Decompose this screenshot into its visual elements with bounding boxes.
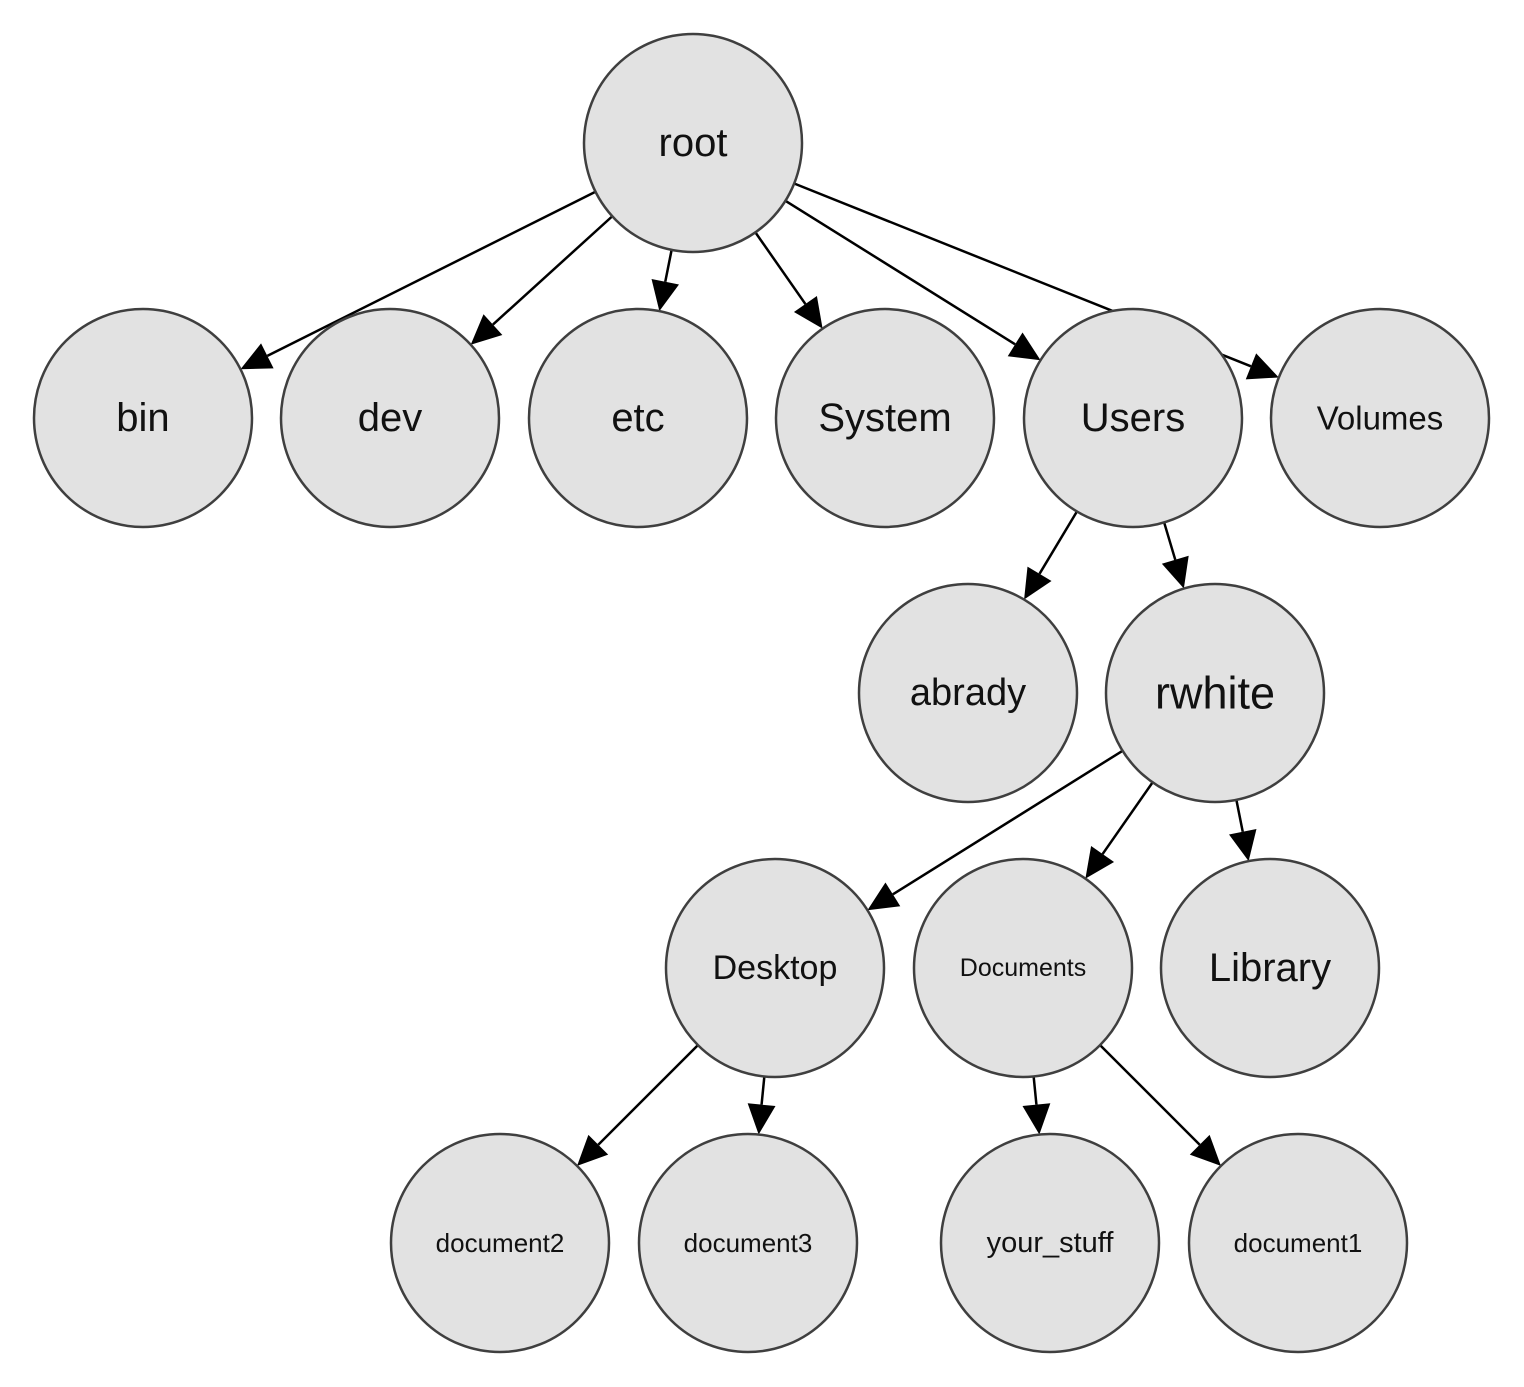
edge-root-users [784, 199, 1041, 361]
node-system: System [774, 307, 996, 529]
node-circle [582, 32, 804, 254]
edge-users-abrady [1024, 510, 1078, 600]
edge-rwhite-documents [1085, 781, 1154, 879]
edge-line [1162, 522, 1177, 561]
edge-line [760, 1076, 766, 1105]
node-label: abrady [910, 672, 1026, 714]
node-label: document2 [436, 1228, 565, 1258]
edge-documents-your_stuff [1022, 1076, 1051, 1135]
node-etc: etc [527, 307, 749, 529]
edge-line [1101, 781, 1154, 855]
arrowhead [867, 882, 901, 911]
node-users: Users [1022, 307, 1244, 529]
node-circle [637, 1132, 859, 1354]
arrowhead [577, 1134, 609, 1166]
node-desktop: Desktop [664, 857, 886, 1079]
edge-line [266, 190, 597, 357]
edge-line [1099, 1044, 1201, 1146]
node-circle [912, 857, 1134, 1079]
node-root: root [582, 32, 804, 254]
arrowhead [651, 278, 679, 312]
edge-line [1235, 799, 1244, 832]
arrowhead [240, 343, 274, 370]
node-circle [939, 1132, 1161, 1354]
node-label: Desktop [713, 949, 838, 987]
edge-line [784, 199, 1016, 346]
arrowhead [1007, 332, 1041, 361]
edge-line [892, 749, 1124, 896]
edge-line [754, 231, 807, 305]
node-circle [389, 1132, 611, 1354]
node-circle [1187, 1132, 1409, 1354]
node-label: document1 [1234, 1228, 1363, 1258]
node-label: bin [116, 396, 169, 440]
node-circle [1022, 307, 1244, 529]
node-document2: document2 [389, 1132, 611, 1354]
edge-line [1032, 1076, 1038, 1105]
node-circle [1269, 307, 1491, 529]
edge-root-bin [240, 190, 597, 370]
arrowhead [1229, 828, 1257, 862]
node-your_stuff: your_stuff [939, 1132, 1161, 1354]
edge-line [492, 215, 614, 326]
edge-root-etc [651, 249, 679, 312]
edge-root-dev [470, 215, 614, 345]
node-documents: Documents [912, 857, 1134, 1079]
node-label: dev [358, 396, 423, 440]
arrowhead [1022, 1103, 1051, 1135]
node-label: Library [1209, 946, 1331, 990]
edge-users-rwhite [1161, 522, 1189, 589]
node-document1: document1 [1187, 1132, 1409, 1354]
node-dev: dev [279, 307, 501, 529]
node-circle [774, 307, 996, 529]
arrowhead [1161, 555, 1189, 589]
edge-line [664, 249, 673, 282]
node-library: Library [1159, 857, 1381, 1079]
node-label: rwhite [1155, 668, 1275, 719]
arrowhead [793, 296, 823, 329]
node-rwhite: rwhite [1104, 582, 1326, 804]
node-label: Documents [960, 954, 1086, 982]
node-circle [664, 857, 886, 1079]
arrowhead [747, 1103, 776, 1135]
node-circle [527, 307, 749, 529]
node-label: etc [611, 396, 664, 440]
edge-rwhite-desktop [867, 749, 1124, 911]
node-label: Volumes [1317, 400, 1444, 437]
nodes-layer: root bin dev etc System Users Volumes abrady rwh… [32, 32, 1491, 1354]
node-abrady: abrady [857, 582, 1079, 804]
node-label: System [818, 396, 951, 440]
edge-desktop-document3 [747, 1076, 776, 1135]
node-circle [857, 582, 1079, 804]
node-label: your_stuff [987, 1227, 1115, 1259]
edge-desktop-document2 [577, 1044, 699, 1166]
arrowhead [1245, 353, 1279, 380]
arrowhead [1085, 846, 1115, 879]
edge-documents-document1 [1099, 1044, 1221, 1166]
edge-rwhite-library [1229, 799, 1257, 862]
node-circle [1159, 857, 1381, 1079]
node-bin: bin [32, 307, 254, 529]
edge-line [597, 1044, 699, 1146]
arrowhead [1024, 566, 1052, 600]
edge-root-system [754, 231, 823, 329]
node-volumes: Volumes [1269, 307, 1491, 529]
node-circle [1104, 582, 1326, 804]
arrowhead [470, 314, 503, 345]
node-label: document3 [684, 1228, 813, 1258]
node-document3: document3 [637, 1132, 859, 1354]
arrowhead [1189, 1134, 1221, 1166]
node-label: Users [1081, 396, 1185, 440]
edge-line [1038, 510, 1078, 575]
node-label: root [659, 121, 728, 165]
node-circle [279, 307, 501, 529]
node-circle [32, 307, 254, 529]
